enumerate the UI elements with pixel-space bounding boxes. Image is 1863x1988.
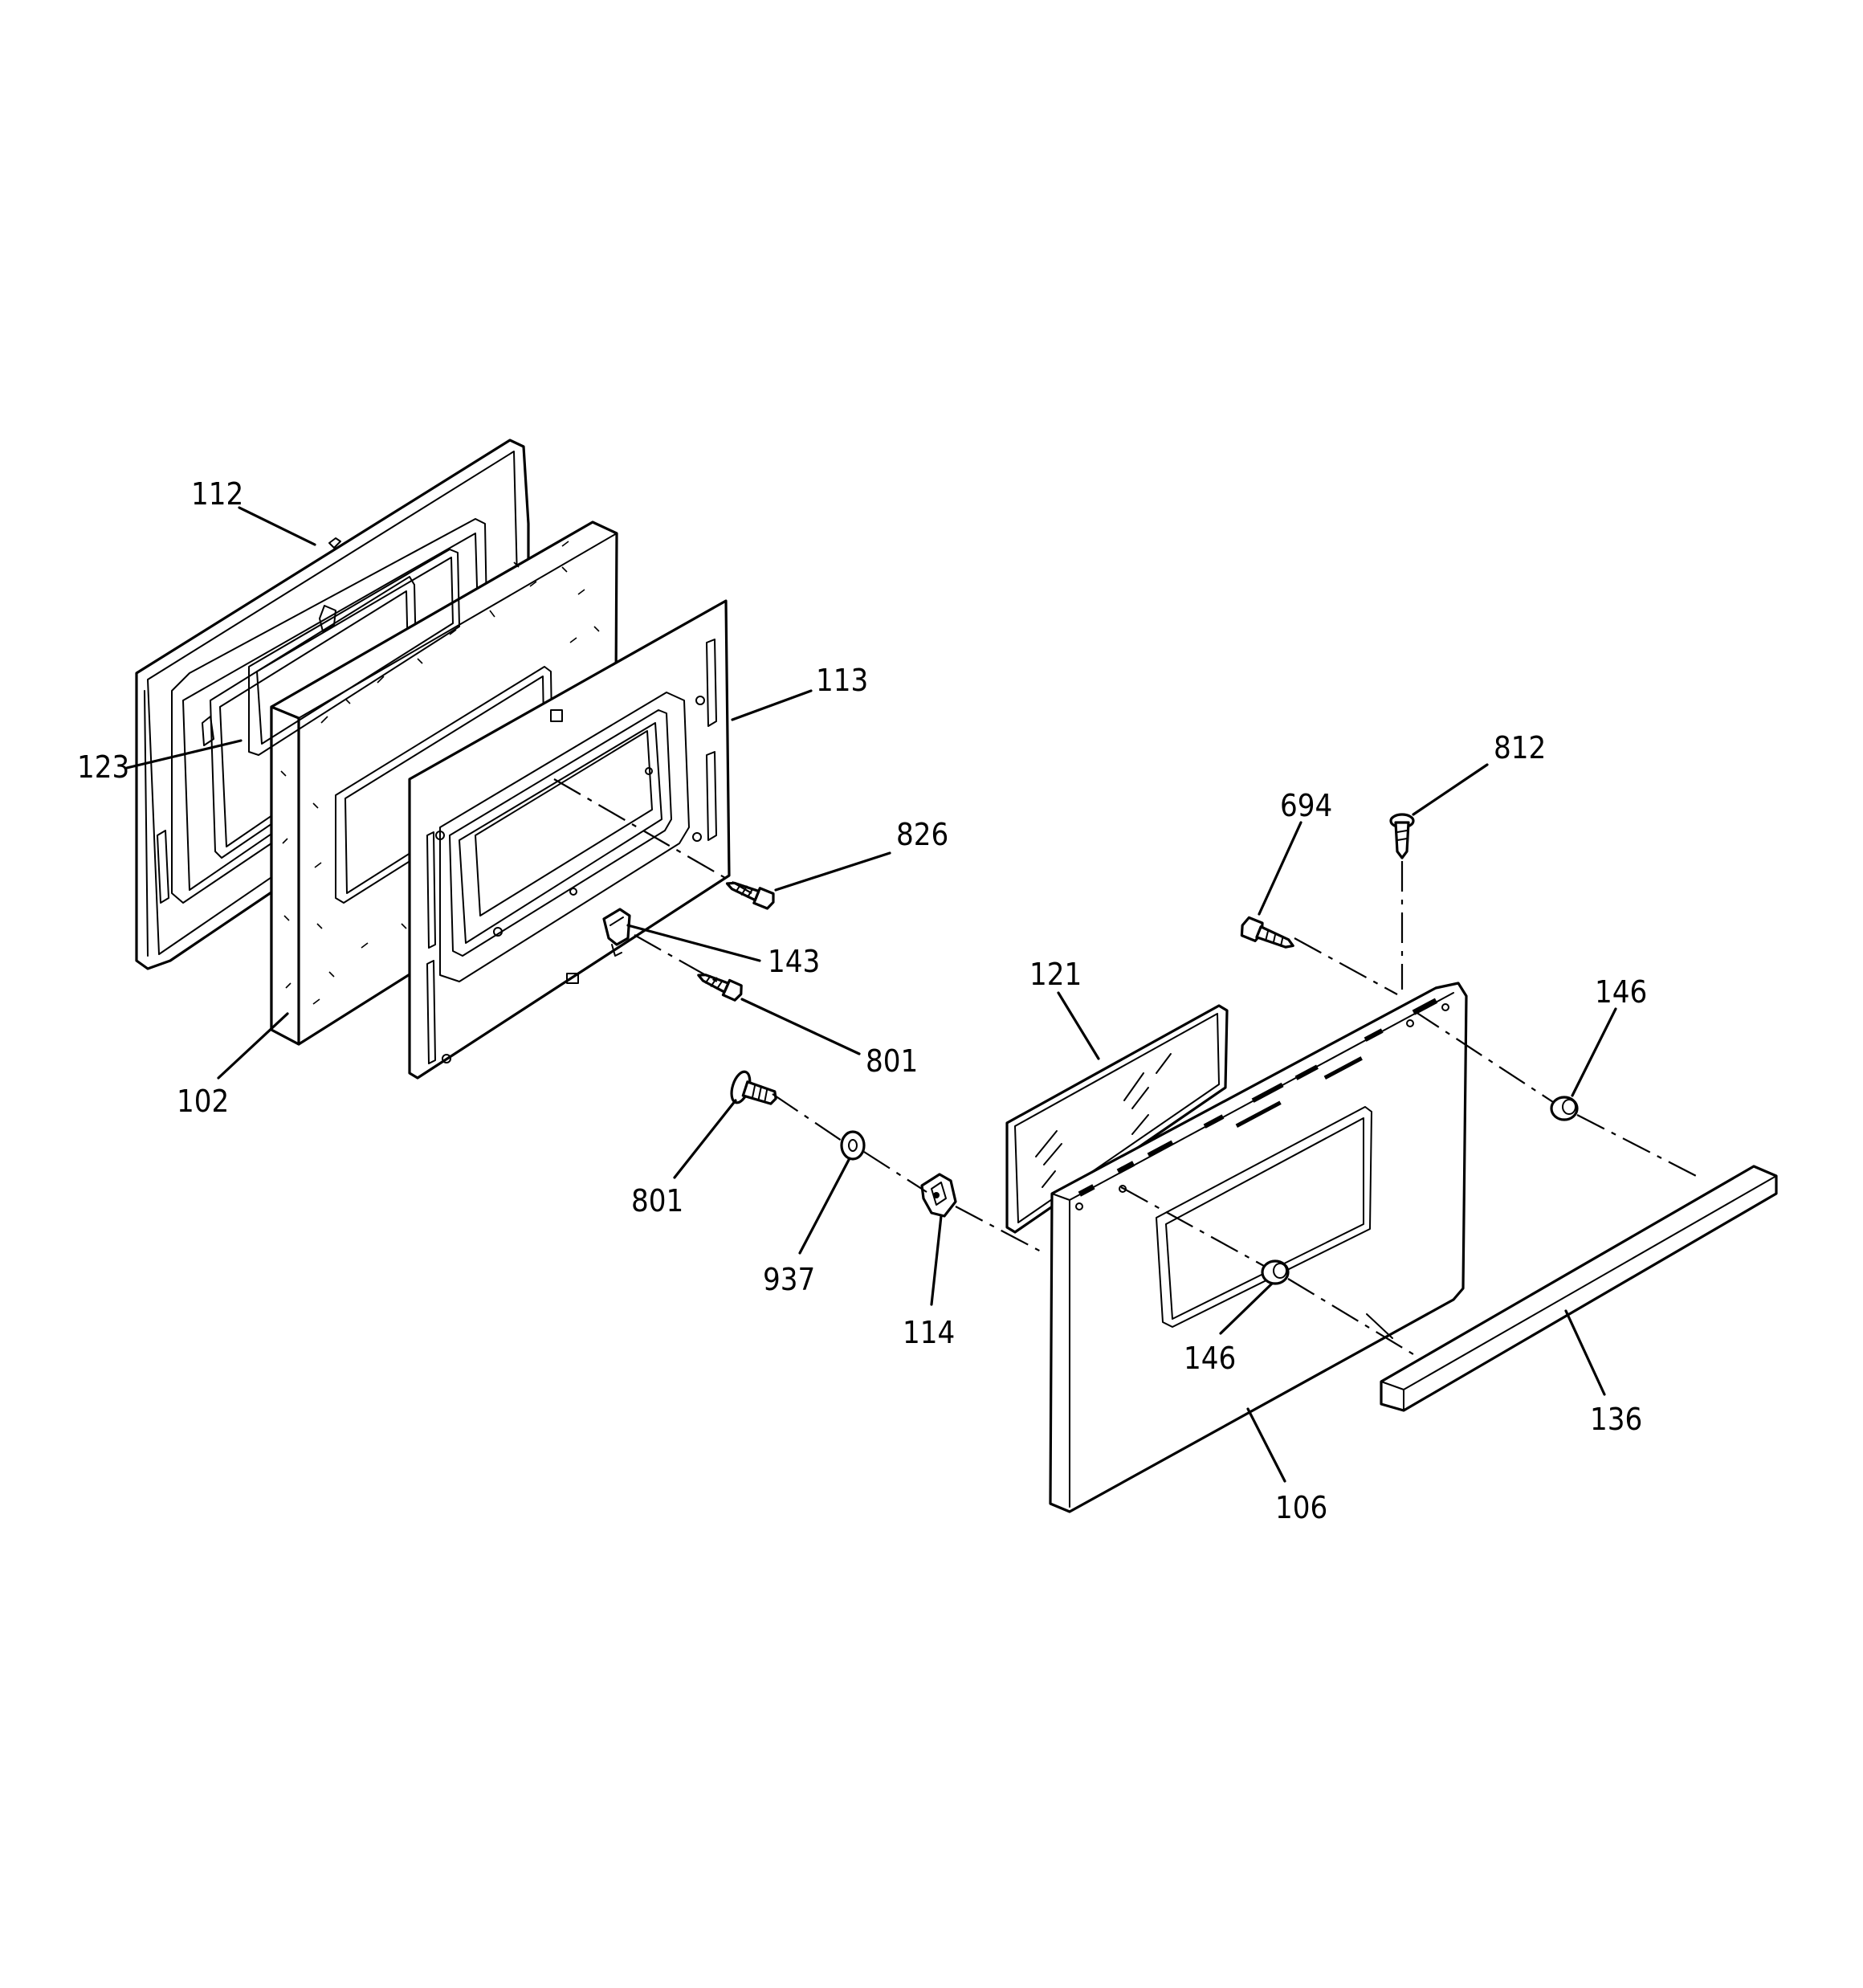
part-146-spacer-lower <box>1261 1259 1290 1285</box>
part-114-hinge-clip <box>920 1173 957 1218</box>
label-102: 102 <box>177 1084 229 1119</box>
label-812: 812 <box>1494 730 1546 765</box>
label-123: 123 <box>77 749 129 785</box>
label-136: 136 <box>1590 1402 1642 1437</box>
part-106-outer-door <box>1049 982 1468 1513</box>
label-694: 694 <box>1280 788 1332 823</box>
leader-lines <box>125 506 1617 1483</box>
part-146-spacer-upper <box>1550 1096 1579 1121</box>
part-826-screw <box>725 881 775 910</box>
label-801-lower: 801 <box>631 1183 683 1219</box>
label-937: 937 <box>763 1262 815 1297</box>
label-113: 113 <box>816 663 868 698</box>
label-114: 114 <box>903 1315 955 1350</box>
label-112: 112 <box>191 476 243 512</box>
label-801-upper: 801 <box>866 1043 918 1079</box>
label-106: 106 <box>1275 1490 1327 1525</box>
part-937-washer <box>840 1130 866 1161</box>
part-812-screw <box>1389 813 1415 859</box>
part-136-trim-strip <box>1380 1165 1778 1412</box>
label-121: 121 <box>1029 957 1082 992</box>
part-694-screw <box>1240 916 1294 949</box>
part-801-screw-upper <box>697 974 743 1002</box>
label-826: 826 <box>896 817 948 852</box>
part-labels: 112 123 113 826 143 801 102 801 937 114 … <box>77 476 1647 1525</box>
label-146-lower: 146 <box>1184 1341 1236 1376</box>
part-801-shoulder-bolt <box>730 1070 777 1105</box>
part-121-glass-panel <box>1005 1004 1229 1234</box>
top-edge-markings <box>1078 998 1438 1197</box>
label-143: 143 <box>768 944 820 979</box>
part-143-bracket <box>602 908 631 957</box>
label-146-upper: 146 <box>1595 974 1647 1010</box>
part-113-door-panel <box>408 599 731 1080</box>
alignment-lines <box>553 778 1703 1355</box>
